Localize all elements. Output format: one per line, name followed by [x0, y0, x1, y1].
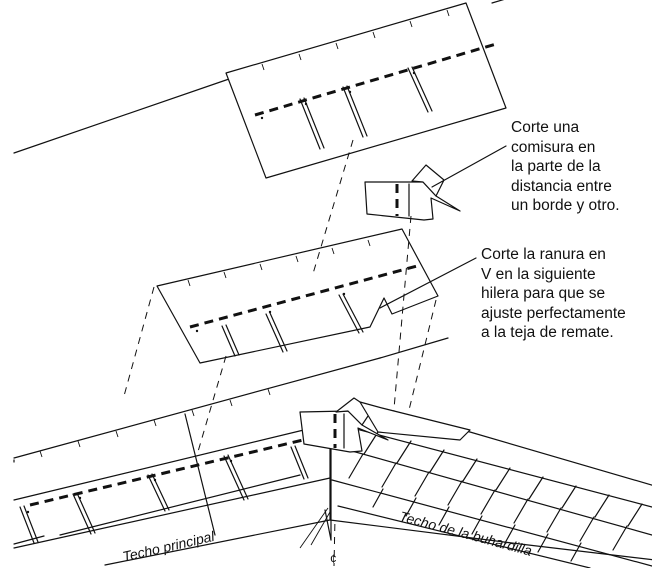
callout-1-line-3: la parte de la [511, 158, 601, 175]
callout-1-line-1: Corte una [511, 119, 580, 136]
dormer-roof [324, 411, 652, 568]
callout-2-line-2: V en la siguiente [481, 265, 596, 283]
main-roof [13, 337, 449, 566]
top-shingle-strip [225, 2, 507, 179]
alignment-guides [123, 139, 437, 567]
callout-1-line-5: un borde y otro. [511, 197, 620, 214]
top-roof-ridge [13, 0, 505, 154]
callout-1-line-4: distancia entre [511, 177, 612, 195]
callout-cut-v-notch: Corte la ranura en V en la siguiente hil… [481, 245, 626, 343]
callout-2-line-3: hilera para que se [481, 285, 606, 302]
ridge-cap-piece-lower [299, 397, 471, 453]
callout-cut-miter: Corte una comisura en la parte de la dis… [511, 118, 620, 216]
middle-shingle-gable [156, 228, 439, 364]
callout-2-line-5: a la teja de remate. [481, 324, 614, 341]
callout-leaders [379, 145, 507, 309]
callout-2-line-4: ajuste perfectamente [481, 304, 626, 322]
centerline-symbol: ¢ [330, 552, 337, 566]
callout-2-line-1: Corte la ranura en [481, 246, 606, 263]
callout-1-line-2: comisura en [511, 138, 596, 156]
ridge-cap-piece-upper [364, 164, 461, 221]
